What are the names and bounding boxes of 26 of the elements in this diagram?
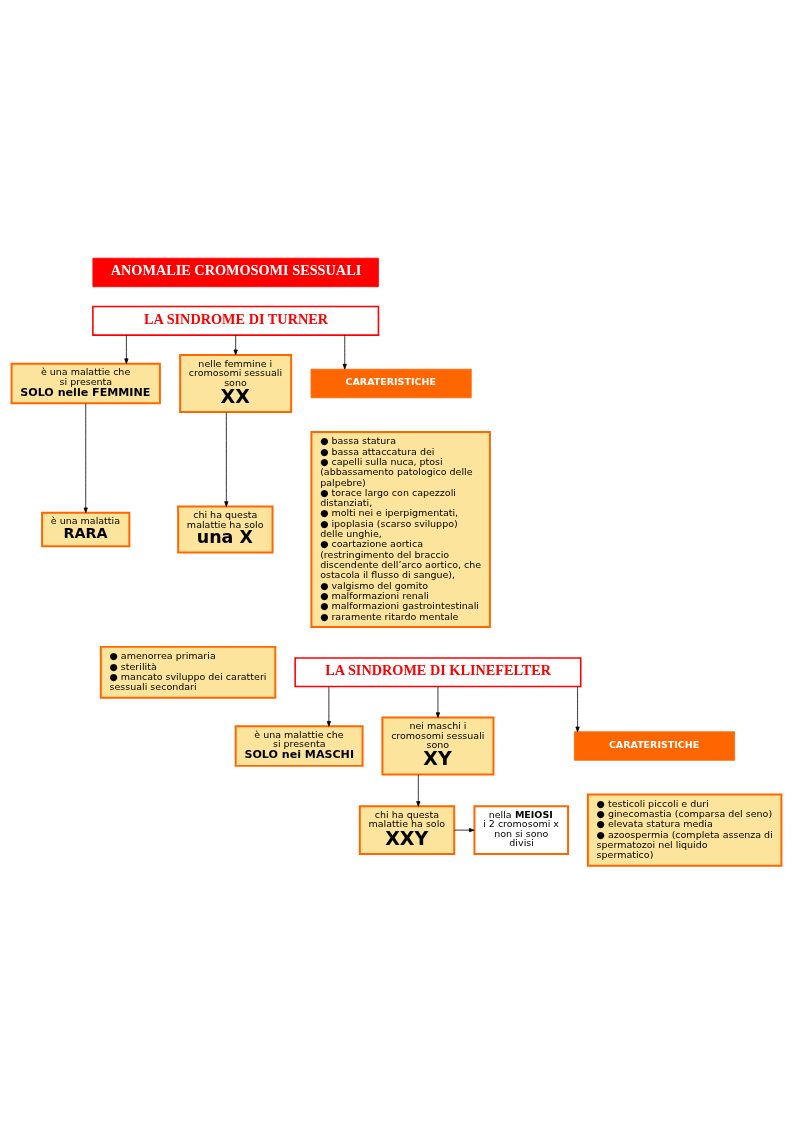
arrow bbox=[326, 685, 331, 727]
arrow bbox=[416, 773, 421, 807]
node-box: nelle femmine i cromosomi sessuali sono XX bbox=[179, 353, 293, 413]
node-box: è una malattie che si presenta SOLO nelle FEMMINE bbox=[10, 362, 161, 404]
node-box: ● testicoli piccoli e duri ● ginecomastia (comparsa del seno) ● elevata statura media ● azoospermia (completa assenza di spermatozoi nel liquido spermatico) bbox=[586, 792, 783, 867]
arrow bbox=[224, 411, 229, 507]
arrow bbox=[124, 334, 129, 364]
node-box: nella MEIOSI i 2 cromosomi x non si sono divisi bbox=[473, 804, 570, 855]
node-box: nei maschi i cromosomi sessuali sono XY bbox=[381, 716, 495, 776]
node-box: ● bassa statura ● bassa attaccatura dei ● capelli sulla nuca, ptosi (abbassamento patologico delle palpebre) ● torace largo con capezzoli distanziati, ● molti nei e iperpigmentati, ● ipoplasia (scarso sviluppo) delle unghie, ● coartazione aortica (restringimento del braccio discendente dell’arco aortico, che ostacola il flusso di sangue), ● valgismo del gomito ● malformazioni renali ● malformazioni gastrointestinali ● raramente ritardo mentale bbox=[310, 430, 491, 628]
node-box: è una malattia RARA bbox=[41, 511, 131, 547]
arrow bbox=[435, 685, 440, 718]
node-box: LA SINDROME DI KLINEFELTER bbox=[294, 656, 582, 687]
arrow bbox=[342, 334, 347, 369]
node-box: CARATERISTICHE bbox=[574, 730, 736, 761]
node-box: CARATERISTICHE bbox=[310, 368, 472, 398]
arrow bbox=[83, 402, 88, 513]
node-box: è una malattie che si presenta SOLO nei MASCHI bbox=[234, 724, 364, 767]
arrow bbox=[575, 685, 580, 732]
node-box: ANOMALIE CROMOSOMI SESSUALI bbox=[92, 257, 379, 287]
arrow bbox=[454, 827, 475, 832]
node-box: chi ha questa malattie ha solo una X bbox=[177, 505, 274, 553]
node-box: chi ha questa malattie ha solo XXY bbox=[358, 804, 456, 855]
node-box: LA SINDROME DI TURNER bbox=[92, 305, 380, 336]
arrow bbox=[233, 334, 238, 355]
node-box: ● amenorrea primaria ● sterilità ● mancato sviluppo dei caratteri sessuali secondari bbox=[99, 645, 277, 699]
